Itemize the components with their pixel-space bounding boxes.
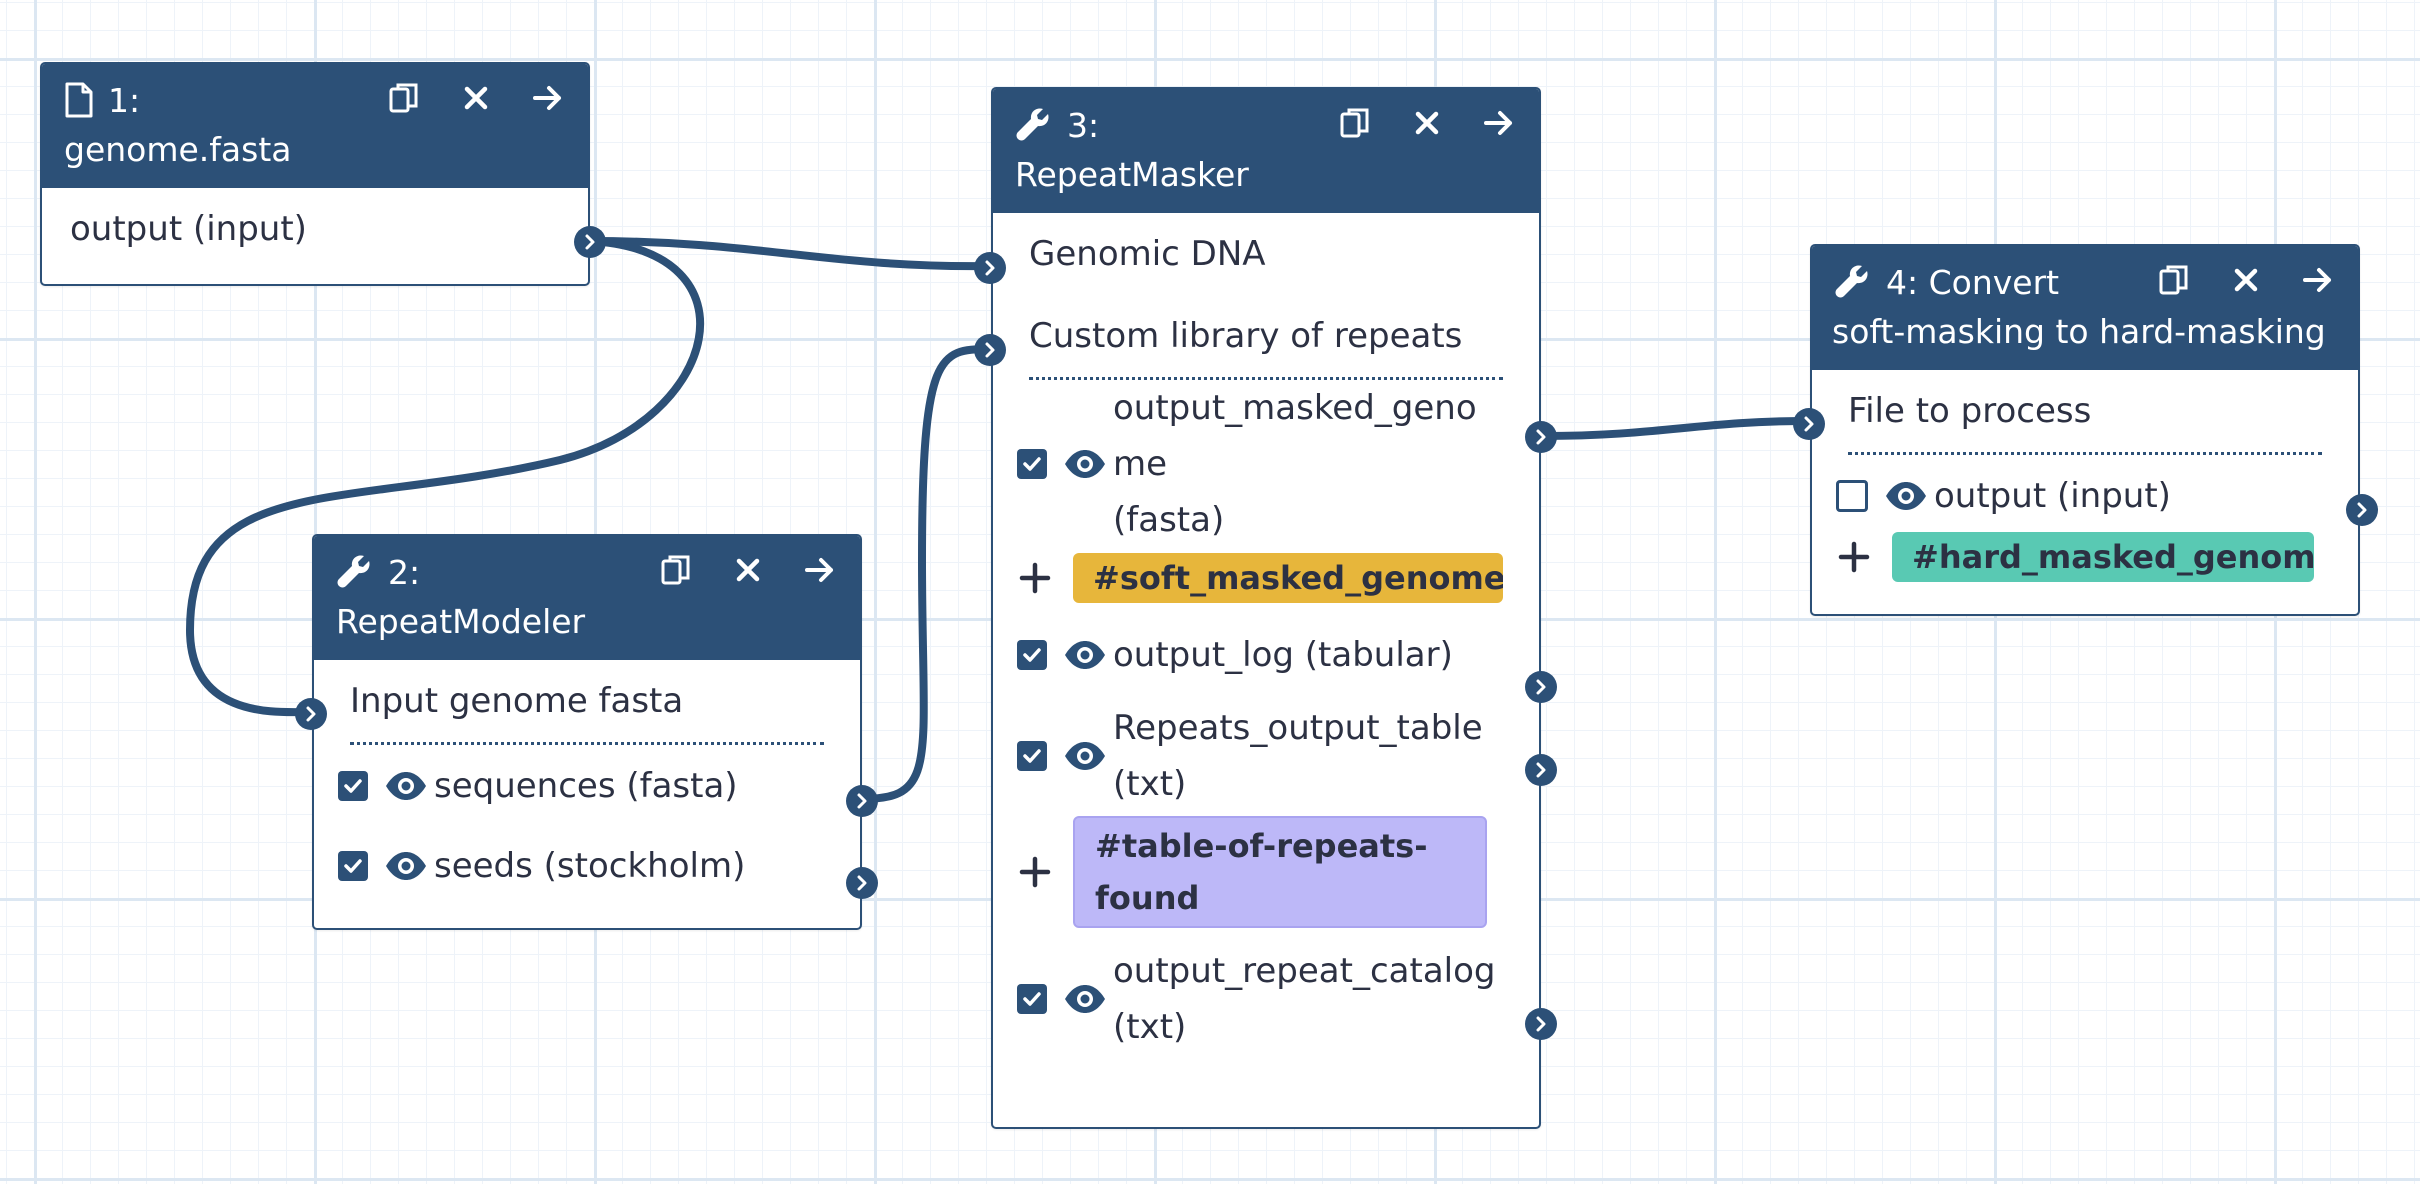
output-row: Repeats_output_table (txt) xyxy=(1017,696,1503,816)
node-title: RepeatModeler xyxy=(336,602,586,641)
copy-icon[interactable] xyxy=(658,552,694,588)
checkbox-checked[interactable] xyxy=(338,771,368,801)
output-connector-log[interactable] xyxy=(1525,671,1557,703)
input-label: Custom library of repeats xyxy=(1029,316,1463,356)
node-header[interactable]: 1: genome.fasta xyxy=(42,64,588,188)
input-label: Genomic DNA xyxy=(1029,234,1266,274)
separator xyxy=(350,742,824,745)
output-connector-sequences[interactable] xyxy=(846,785,878,817)
input-label: File to process xyxy=(1848,391,2092,431)
tag-row: #hard_masked_genome.f xyxy=(1836,532,2322,582)
link-sequences-to-custom-library xyxy=(858,345,992,803)
checkbox-checked[interactable] xyxy=(1017,640,1047,670)
output-label: sequences (fasta) xyxy=(434,766,738,806)
output-row: output (input) xyxy=(1836,455,2322,537)
output-connector[interactable] xyxy=(574,226,606,258)
node-number: 3: xyxy=(1067,105,1100,145)
input-connector-custom-library[interactable] xyxy=(974,334,1006,366)
close-icon[interactable] xyxy=(2228,262,2264,298)
arrow-right-icon[interactable] xyxy=(802,552,838,588)
node-title: genome.fasta xyxy=(64,130,292,169)
input-connector-genomic-dna[interactable] xyxy=(974,252,1006,284)
plus-icon[interactable] xyxy=(1017,854,1053,890)
link-masked-genome-to-convert xyxy=(1538,417,1812,440)
node-body: Input genome fasta sequences (fasta) see… xyxy=(314,660,860,905)
close-icon[interactable] xyxy=(730,552,766,588)
output-connector-masked-genome[interactable] xyxy=(1525,421,1557,453)
output-label: output_log (tabular) xyxy=(1113,635,1453,675)
wrench-icon xyxy=(1016,108,1049,141)
output-connector-repeat-catalog[interactable] xyxy=(1525,1008,1557,1040)
arrow-right-icon[interactable] xyxy=(1481,105,1517,141)
output-label: output_repeat_catalog (txt) xyxy=(1113,951,1496,1047)
tag-table-of-repeats-found[interactable]: #table-of-repeats- found xyxy=(1073,816,1487,928)
arrow-right-icon[interactable] xyxy=(2300,262,2336,298)
plus-icon[interactable] xyxy=(1017,560,1053,596)
node-header[interactable]: 3: RepeatMasker xyxy=(993,89,1539,213)
checkbox-unchecked[interactable] xyxy=(1836,480,1868,512)
workflow-node-genome-fasta[interactable]: 1: genome.fasta output (input) xyxy=(40,62,606,286)
eye-icon[interactable] xyxy=(384,771,428,801)
eye-icon[interactable] xyxy=(1063,741,1107,771)
tag-row: #table-of-repeats- found xyxy=(1017,816,1503,928)
link-genome-to-genomic-dna xyxy=(586,237,992,271)
output-row: output_log (tabular) xyxy=(1017,614,1503,696)
node-body: File to process output (input) #hard_mas… xyxy=(1812,370,2358,582)
output-connector[interactable] xyxy=(2346,494,2378,526)
eye-icon[interactable] xyxy=(1063,449,1107,479)
tag-soft-masked-genome[interactable]: #soft_masked_genome.f xyxy=(1073,553,1503,603)
checkbox-checked[interactable] xyxy=(1017,449,1047,479)
input-connector-file[interactable] xyxy=(1793,408,1825,440)
close-icon[interactable] xyxy=(458,80,494,116)
eye-icon[interactable] xyxy=(384,851,428,881)
output-connector-repeats-table[interactable] xyxy=(1525,754,1557,786)
output-row: seeds (stockholm) xyxy=(338,827,824,905)
close-icon[interactable] xyxy=(1409,105,1445,141)
separator xyxy=(1848,452,2322,455)
input-label: Input genome fasta xyxy=(350,681,684,721)
checkbox-checked[interactable] xyxy=(338,851,368,881)
output-row: output_masked_geno me (fasta) xyxy=(1017,380,1503,548)
node-title-line1: 4: Convert xyxy=(1886,262,2060,302)
output-connector-seeds[interactable] xyxy=(846,867,878,899)
workflow-node-repeatmodeler[interactable]: 2: RepeatModeler Input genome fasta sequ… xyxy=(295,534,878,930)
copy-icon[interactable] xyxy=(386,80,422,116)
node-number: 2: xyxy=(388,552,421,592)
node-header[interactable]: 2: RepeatModeler xyxy=(314,536,860,660)
checkbox-checked[interactable] xyxy=(1017,741,1047,771)
wrench-icon xyxy=(1835,265,1868,298)
output-label: output (input) xyxy=(70,209,307,249)
node-title-line2: soft-masking to hard-masking xyxy=(1832,312,2326,351)
eye-icon[interactable] xyxy=(1063,640,1107,670)
separator xyxy=(1029,377,1503,380)
output-label: output (input) xyxy=(1934,476,2171,516)
output-row: output_repeat_catalog (txt) xyxy=(1017,928,1503,1070)
output-label: Repeats_output_table (txt) xyxy=(1113,708,1483,804)
plus-icon[interactable] xyxy=(1836,539,1872,575)
output-label: output_masked_geno me (fasta) xyxy=(1113,388,1477,540)
checkbox-checked[interactable] xyxy=(1017,984,1047,1014)
input-connector[interactable] xyxy=(295,698,327,730)
copy-icon[interactable] xyxy=(2156,262,2192,298)
output-row: sequences (fasta) xyxy=(338,745,824,827)
workflow-node-convert[interactable]: 4: Convert soft-masking to hard-masking … xyxy=(1793,244,2378,616)
wrench-icon xyxy=(337,555,370,588)
node-body: Genomic DNA Custom library of repeats ou… xyxy=(993,213,1539,1070)
node-number: 1: xyxy=(108,80,141,120)
tag-hard-masked-genome[interactable]: #hard_masked_genome.f xyxy=(1892,532,2314,582)
file-icon xyxy=(65,82,93,118)
tag-row: #soft_masked_genome.f xyxy=(1017,542,1503,614)
eye-icon[interactable] xyxy=(1884,481,1928,511)
workflow-node-repeatmasker[interactable]: 3: RepeatMasker Genomic DNA Custom libra… xyxy=(974,87,1557,1129)
node-title: RepeatMasker xyxy=(1015,155,1249,194)
node-header[interactable]: 4: Convert soft-masking to hard-masking xyxy=(1812,246,2358,370)
arrow-right-icon[interactable] xyxy=(530,80,566,116)
copy-icon[interactable] xyxy=(1337,105,1373,141)
eye-icon[interactable] xyxy=(1063,984,1107,1014)
output-label: seeds (stockholm) xyxy=(434,846,746,886)
node-body: output (input) xyxy=(42,188,588,270)
